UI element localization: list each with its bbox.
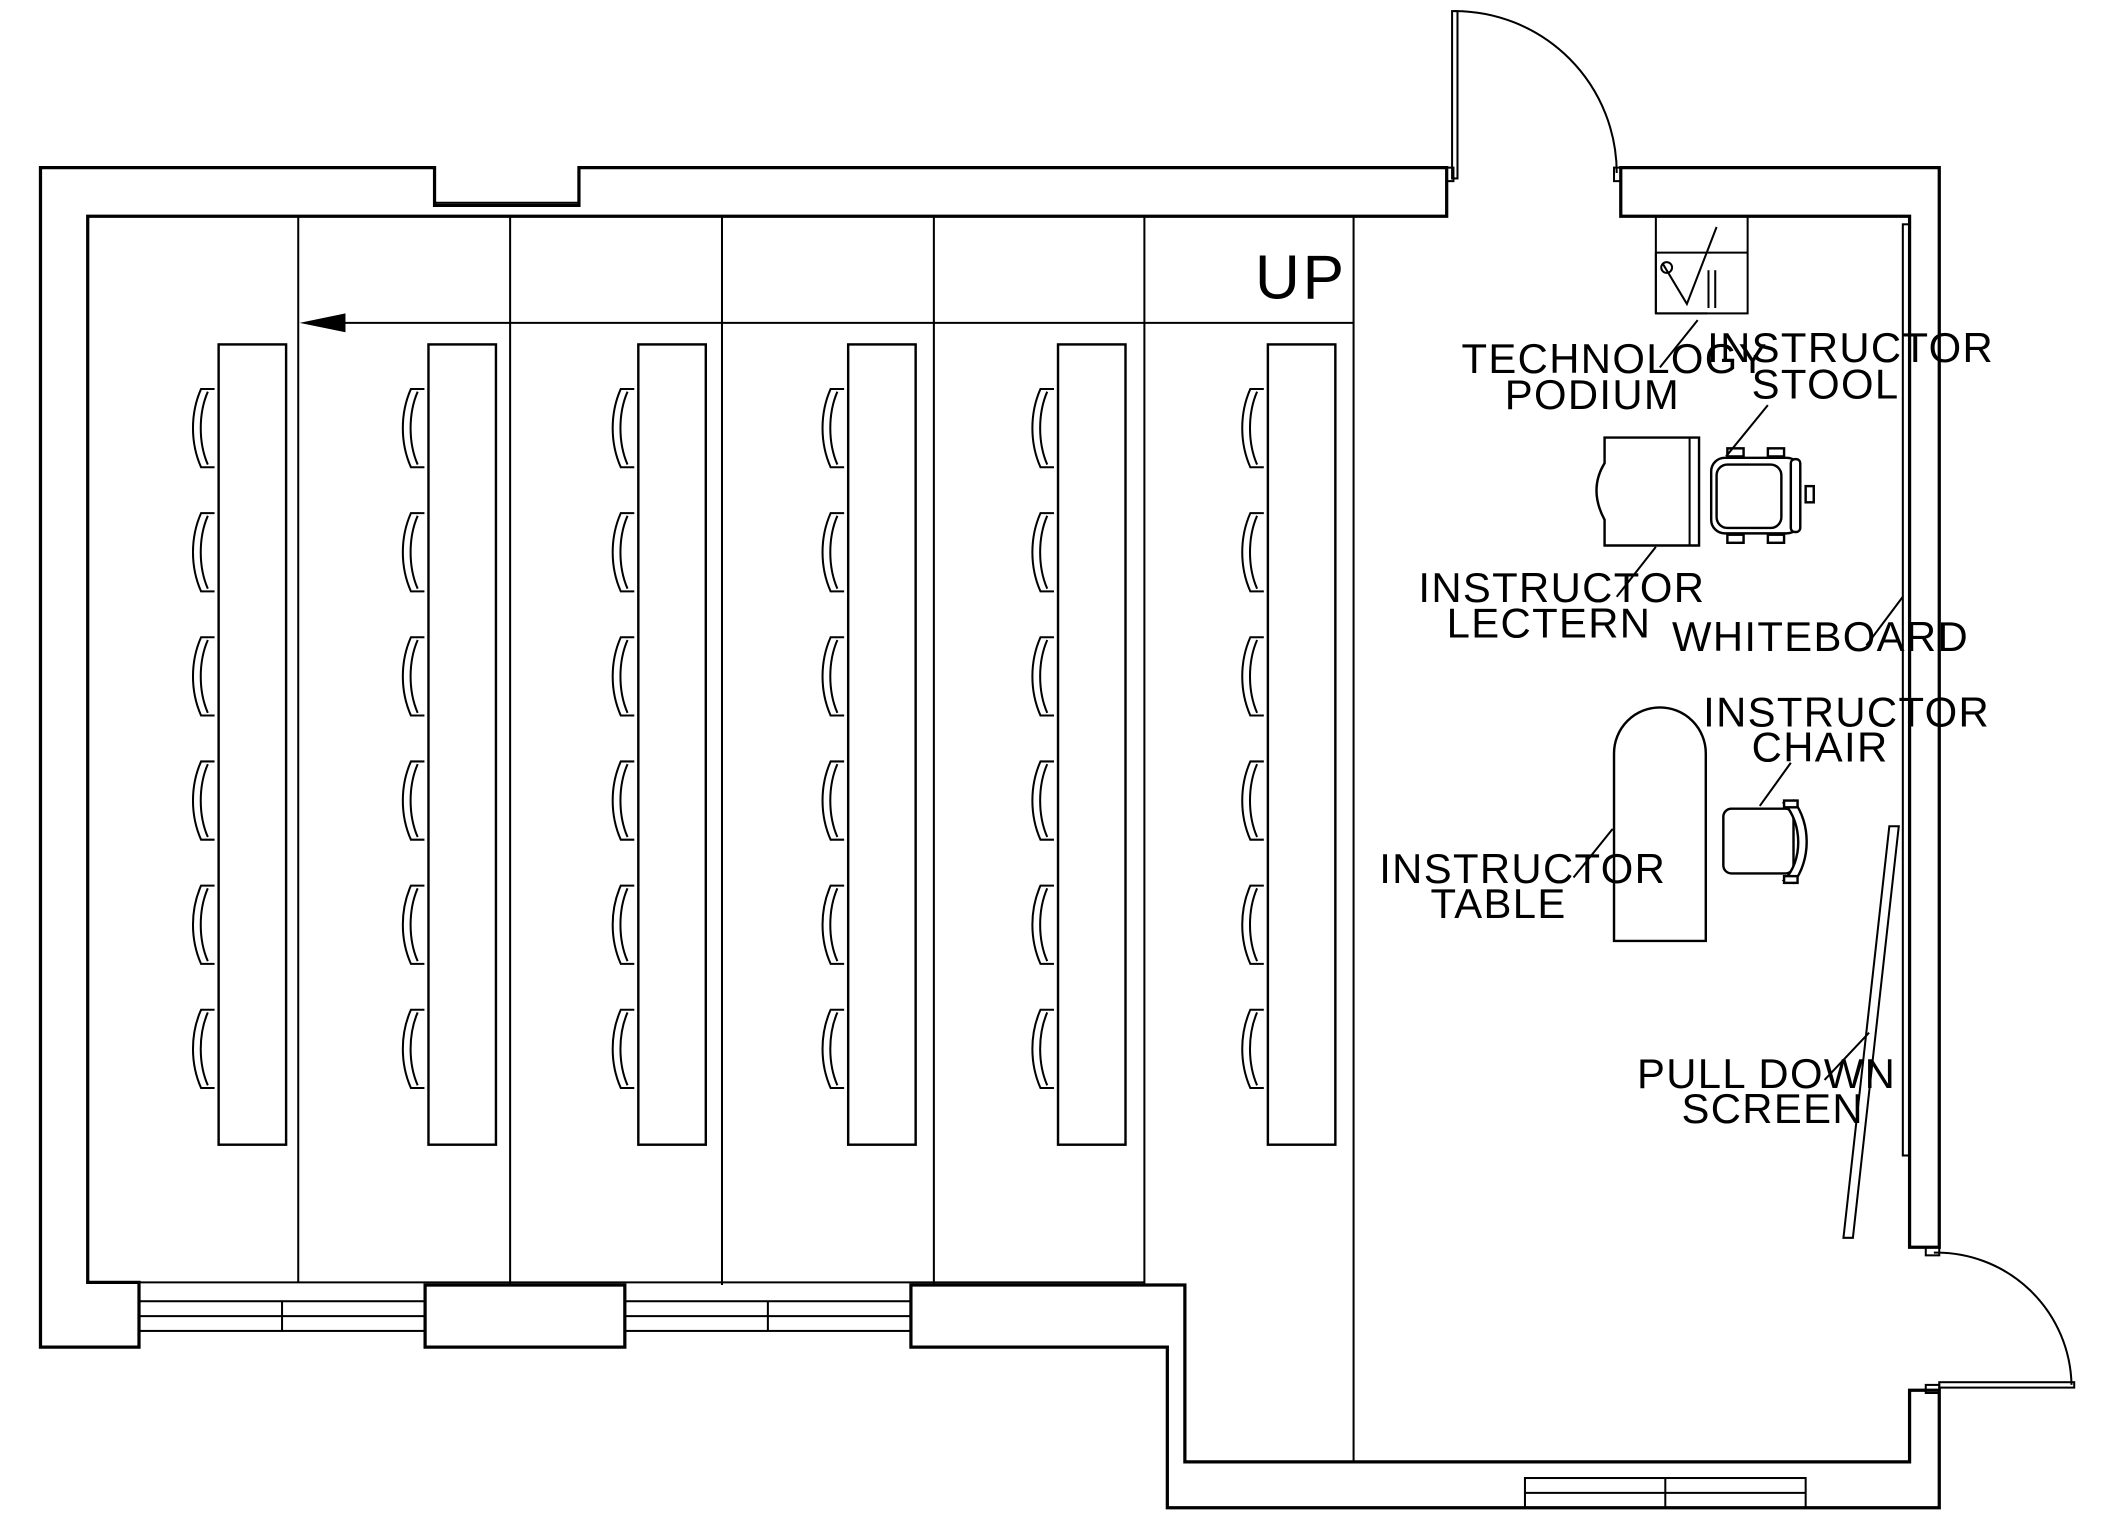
student-chair — [401, 884, 425, 965]
student-chair — [821, 884, 845, 965]
student-chair — [1031, 387, 1054, 469]
student-chair — [401, 636, 425, 717]
instructor-table — [1612, 706, 1708, 943]
student-chair — [821, 760, 845, 841]
student-chair — [1031, 512, 1054, 593]
student-chair — [821, 512, 845, 593]
up-label: UP — [1255, 244, 1347, 313]
instructor-table-label: INSTRUCTOR TABLE — [1379, 845, 1679, 927]
student-chair — [191, 884, 215, 965]
technology-podium-label: TECHNOLOGY PODIUM — [1462, 335, 1781, 418]
student-chair — [401, 512, 425, 593]
door-bottom-right — [1924, 1246, 2076, 1395]
whiteboard-label: WHITEBOARD — [1672, 613, 1969, 660]
student-table — [427, 343, 498, 1146]
student-chair — [1031, 760, 1054, 841]
student-table — [1266, 343, 1337, 1146]
student-chair — [1241, 512, 1264, 593]
instructor-lectern — [1595, 436, 1701, 547]
pull-down-screen-label: PULL DOWN SCREEN — [1637, 1050, 1909, 1132]
student-chair — [611, 387, 635, 469]
student-chair — [611, 1008, 635, 1090]
student-table — [846, 343, 917, 1146]
student-chair — [1031, 884, 1054, 965]
windows — [137, 1300, 1807, 1509]
student-chair — [1031, 636, 1054, 717]
technology-podium — [1654, 215, 1749, 315]
student-table — [217, 343, 288, 1146]
student-chair — [1241, 1008, 1264, 1090]
student-chair — [401, 387, 425, 469]
pull-down-screen — [1842, 825, 1900, 1239]
student-chair — [191, 512, 215, 593]
instructor-stool-label: INSTRUCTOR STOOL — [1707, 324, 2007, 407]
student-chair — [1241, 760, 1264, 841]
student-chair — [1241, 636, 1264, 717]
student-chair — [191, 636, 215, 717]
tiered-floor — [87, 216, 1355, 1462]
instructor-lectern-label: INSTRUCTOR LECTERN — [1418, 564, 1718, 646]
walls — [38, 166, 1941, 1510]
student-chair — [191, 387, 215, 469]
instructor-stool — [1709, 447, 1815, 545]
student-chair — [611, 512, 635, 593]
student-chair — [401, 760, 425, 841]
student-chair — [821, 636, 845, 717]
student-chair — [611, 636, 635, 717]
student-chair — [191, 1008, 215, 1090]
student-chair — [611, 760, 635, 841]
student-chair — [611, 884, 635, 965]
whiteboard — [1901, 223, 1911, 1157]
student-chair — [1031, 1008, 1054, 1090]
instructor-chair-label: INSTRUCTOR CHAIR — [1703, 688, 2003, 770]
student-chair — [1241, 884, 1264, 965]
door-top — [1445, 10, 1622, 183]
student-chair — [401, 1008, 425, 1090]
arrow-left-icon — [299, 313, 346, 333]
instructor-chair — [1722, 799, 1808, 885]
student-chair — [821, 387, 845, 469]
student-seating — [191, 343, 1337, 1146]
student-chair — [1241, 387, 1264, 469]
student-chair — [191, 760, 215, 841]
student-chair — [821, 1008, 845, 1090]
student-table — [637, 343, 708, 1146]
student-table — [1056, 343, 1127, 1146]
